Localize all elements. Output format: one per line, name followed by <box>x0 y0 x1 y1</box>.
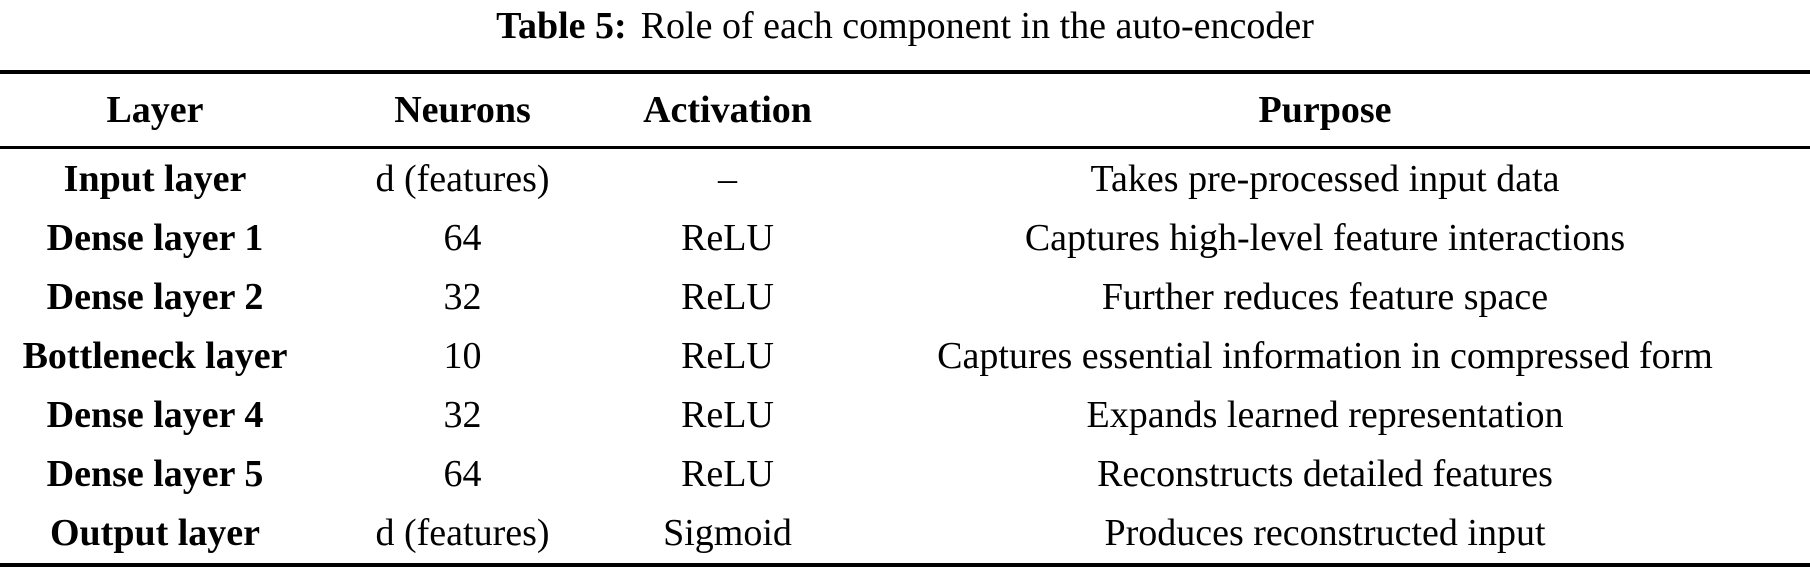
table-row: Bottleneck layer 10 ReLU Captures essent… <box>0 326 1810 385</box>
cell-purpose: Reconstructs detailed features <box>1097 453 1553 496</box>
cell-activation: – <box>718 157 737 200</box>
cell-purpose: Takes pre-processed input data <box>1090 157 1560 200</box>
cell-purpose: Further reduces feature space <box>1101 275 1549 318</box>
cell-purpose: Expands learned representation <box>1086 394 1564 437</box>
table-bottom-rule <box>0 563 1810 567</box>
cell-purpose: Produces reconstructed input <box>1104 512 1546 555</box>
table-body: Input layer d (features) – Takes pre-pro… <box>0 149 1810 563</box>
col-header-layer: Layer <box>106 89 204 131</box>
cell-neurons: 32 <box>443 275 482 318</box>
table-caption: Table 5: Role of each component in the au… <box>0 2 1810 50</box>
table-top-rule <box>0 70 1810 74</box>
cell-activation: ReLU <box>681 453 774 496</box>
cell-layer: Dense layer 5 <box>46 453 264 496</box>
table-row: Dense layer 1 64 ReLU Captures high-leve… <box>0 208 1810 267</box>
cell-neurons: d (features) <box>375 157 550 200</box>
caption-text: Role of each component in the auto-encod… <box>640 5 1314 47</box>
cell-layer: Dense layer 1 <box>46 216 264 259</box>
table-row: Dense layer 2 32 ReLU Further reduces fe… <box>0 267 1810 326</box>
col-header-activation: Activation <box>643 89 812 131</box>
cell-activation: ReLU <box>681 394 774 437</box>
cell-neurons: 10 <box>443 334 482 377</box>
cell-layer: Dense layer 2 <box>46 275 264 318</box>
cell-neurons: 64 <box>443 453 482 496</box>
cell-layer: Dense layer 4 <box>46 394 264 437</box>
cell-neurons: 64 <box>443 216 482 259</box>
cell-activation: Sigmoid <box>663 512 792 555</box>
table-row: Dense layer 4 32 ReLU Expands learned re… <box>0 386 1810 445</box>
col-header-neurons: Neurons <box>394 89 531 131</box>
cell-purpose: Captures essential information in compre… <box>937 334 1713 377</box>
table-row: Input layer d (features) – Takes pre-pro… <box>0 149 1810 208</box>
cell-neurons: 32 <box>443 394 482 437</box>
caption-label: Table 5: <box>496 5 627 47</box>
table-header-row: Layer Neurons Activation Purpose <box>0 74 1810 146</box>
cell-layer: Bottleneck layer <box>22 334 288 377</box>
table-row: Output layer d (features) Sigmoid Produc… <box>0 504 1810 563</box>
table-mid-rule <box>0 146 1810 149</box>
cell-activation: ReLU <box>681 275 774 318</box>
cell-purpose: Captures high-level feature interactions <box>1024 216 1626 259</box>
cell-layer: Input layer <box>63 157 247 200</box>
cell-layer: Output layer <box>49 512 261 555</box>
cell-activation: ReLU <box>681 334 774 377</box>
cell-neurons: d (features) <box>375 512 550 555</box>
table-row: Dense layer 5 64 ReLU Reconstructs detai… <box>0 445 1810 504</box>
col-header-purpose: Purpose <box>1258 89 1392 131</box>
cell-activation: ReLU <box>681 216 774 259</box>
